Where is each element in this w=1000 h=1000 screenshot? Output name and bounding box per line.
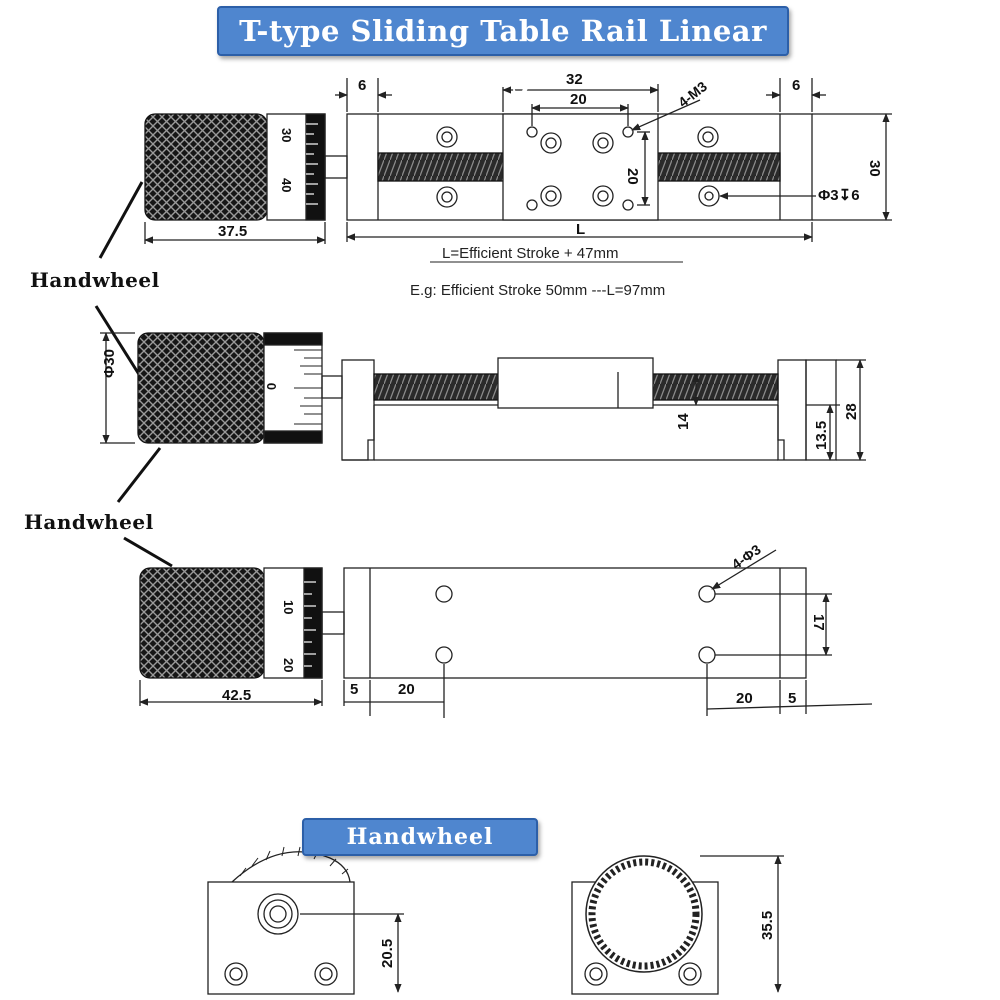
- dim-table-width: 32: [566, 71, 583, 88]
- scale-number: 40: [279, 178, 294, 192]
- dim-diameter: Φ30: [101, 349, 118, 378]
- dim-hole-pitch: 20: [570, 91, 587, 108]
- dim-tapped-holes: 4-M3: [675, 78, 710, 110]
- side-view: [100, 332, 866, 461]
- bottom-view: [139, 549, 873, 718]
- dim-offset-left: 20: [398, 681, 415, 698]
- end-view-right: [571, 855, 784, 995]
- dim-right-gap: 6: [792, 77, 800, 94]
- end-view-left: [207, 846, 404, 995]
- sliding-table: [502, 113, 659, 221]
- handwheel-label-mid: Handwheel: [24, 510, 154, 534]
- scale-number: 30: [279, 128, 294, 142]
- dim-height: 30: [866, 160, 883, 177]
- dim-screw-height: 14: [675, 413, 692, 430]
- page-title: T-type Sliding Table Rail Linear Stage: [217, 6, 789, 94]
- dim-end-total-height: 35.5: [759, 911, 776, 940]
- dim-handwheel-length-bottom: 42.5: [222, 687, 251, 704]
- dim-edge-right: 5: [788, 690, 796, 707]
- scale-number: 20: [281, 658, 296, 672]
- stroke-example: E.g: Efficient Stroke 50mm ---L=97mm: [410, 282, 666, 299]
- dim-counterbore: Φ3↧6: [818, 187, 860, 204]
- top-view: [144, 78, 892, 263]
- dim-handwheel-length-top: 37.5: [218, 223, 247, 240]
- dim-left-gap: 6: [358, 77, 366, 94]
- handwheel-knob: [139, 567, 265, 679]
- dim-base-height: 13.5: [813, 421, 830, 450]
- sliding-table: [497, 357, 654, 409]
- handwheel-knob: [144, 113, 268, 221]
- dim-hole-vertical: 20: [624, 168, 641, 185]
- dim-edge-left: 5: [350, 681, 358, 698]
- stroke-formula: L=Efficient Stroke + 47mm: [442, 245, 619, 262]
- handwheel-knob: [137, 332, 265, 444]
- dim-offset-right: 20: [736, 690, 753, 707]
- base-plate: [343, 567, 807, 679]
- scale-zero: 0: [264, 383, 279, 390]
- dim-length: L: [576, 221, 585, 238]
- handwheel-label-top: Handwheel: [30, 268, 160, 292]
- scale-number: 10: [281, 600, 296, 614]
- dim-axis-height: 20.5: [379, 939, 396, 968]
- dim-hole-spacing: 17: [810, 614, 827, 631]
- handwheel-banner: Handwheel: [302, 818, 538, 856]
- dim-total-height: 28: [843, 403, 860, 420]
